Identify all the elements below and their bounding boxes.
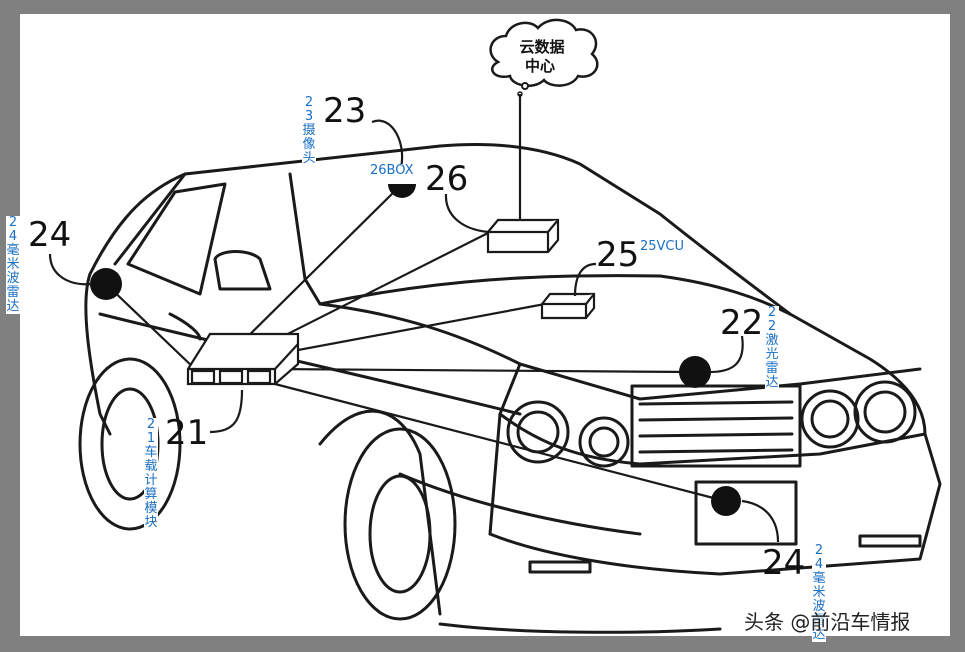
vcu-label: 25VCU <box>640 239 685 254</box>
compute-module-label: 21车载计算模块 <box>144 417 158 530</box>
cloud-label-line1: 云数据 <box>519 38 564 56</box>
cloud-label-line2: 中心 <box>525 57 555 75</box>
left-radar-label: 24毫米波雷达 <box>6 215 20 314</box>
camera-label: 23摄像头 <box>302 95 316 166</box>
compute-module <box>186 332 300 386</box>
watermark-text: 头条 @前沿车情报 <box>744 610 911 634</box>
front-radar-label: 24毫米波雷达 <box>812 543 826 642</box>
connection-lines <box>105 94 726 503</box>
lidar-dot <box>679 356 711 388</box>
callout-23: 23 <box>323 91 366 131</box>
left-radar-dot <box>90 268 122 300</box>
vcu-unit <box>540 292 596 320</box>
car-sensor-diagram: 云数据 中心 <box>28 18 942 634</box>
callout-24-left: 24 <box>28 215 71 255</box>
sensor-dots <box>90 184 741 516</box>
callout-22: 22 <box>720 303 763 343</box>
callout-26: 26 <box>425 159 468 199</box>
lidar-label: 22激光雷达 <box>765 305 779 390</box>
front-radar-dot <box>711 486 741 516</box>
callout-24-bottom: 24 <box>762 543 805 583</box>
callout-25: 25 <box>596 235 639 275</box>
box-label: 26BOX <box>370 163 414 178</box>
camera-sensor-dot <box>388 184 416 198</box>
leader-lines <box>48 119 780 543</box>
cloud-data-center: 云数据 中心 <box>489 18 599 97</box>
callout-21: 21 <box>165 413 208 453</box>
car-outline <box>78 143 942 634</box>
diagram-frame: 云数据 中心 <box>6 14 950 642</box>
box-unit <box>486 218 560 254</box>
